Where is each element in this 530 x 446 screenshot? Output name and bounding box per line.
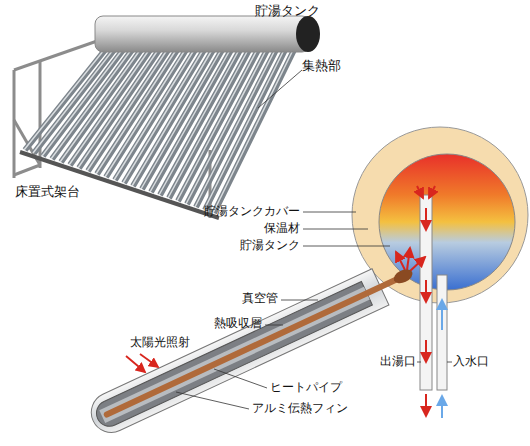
part-label: 貯湯タンク	[240, 239, 300, 253]
outlet-pipe	[420, 195, 432, 390]
leader-lines	[176, 70, 452, 409]
part-label: 出湯口	[380, 355, 416, 369]
part-label: 床置式架台	[15, 184, 80, 200]
inlet-pipe	[437, 275, 447, 390]
part-label: ヒートパイプ	[270, 381, 342, 395]
part-label: 集熱部	[302, 58, 341, 74]
cold-flow	[441, 300, 443, 418]
part-label: 真空管	[242, 292, 278, 306]
sun-arrows	[126, 354, 158, 372]
part-label: 貯湯タンクカバー	[204, 205, 300, 219]
part-label: 太陽光照射	[130, 336, 190, 350]
vacuum-tube	[85, 254, 421, 439]
part-label: アルミ伝熱フィン	[252, 402, 348, 416]
part-label: 保温材	[264, 222, 300, 236]
part-label: 貯湯タンク	[255, 3, 320, 19]
tank-water	[379, 154, 515, 290]
part-label: 熱吸収層	[214, 317, 262, 331]
hot-flow	[396, 186, 435, 416]
tank-cap	[296, 16, 320, 52]
part-label: 入水口	[453, 355, 489, 369]
tank	[95, 16, 310, 52]
